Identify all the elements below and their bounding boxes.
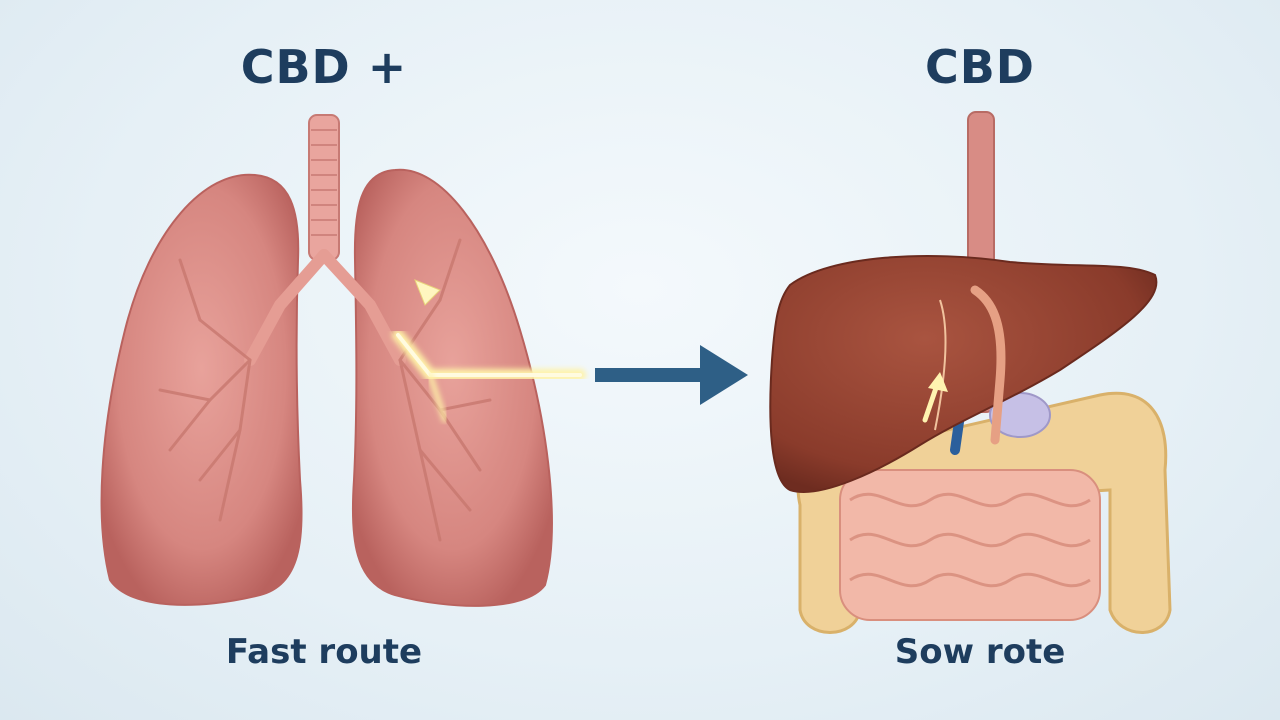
trachea [308,114,340,261]
left-panel-title: CBD + [240,40,408,94]
small-intestine [839,469,1101,621]
arrow-right-icon [595,345,748,405]
left-panel-caption: Fast route [225,632,423,672]
liver [769,254,1158,493]
digestive-illustration [769,111,1172,634]
left-lung [100,173,303,606]
arrow-up-icon [928,372,948,392]
small-arrow-icon [414,279,441,306]
lungs-illustration [100,114,586,607]
bronchial-tree [244,249,406,366]
right-lung [351,168,553,607]
right-panel-caption: Sow rote [894,632,1066,672]
right-panel-title: CBD [924,40,1035,94]
